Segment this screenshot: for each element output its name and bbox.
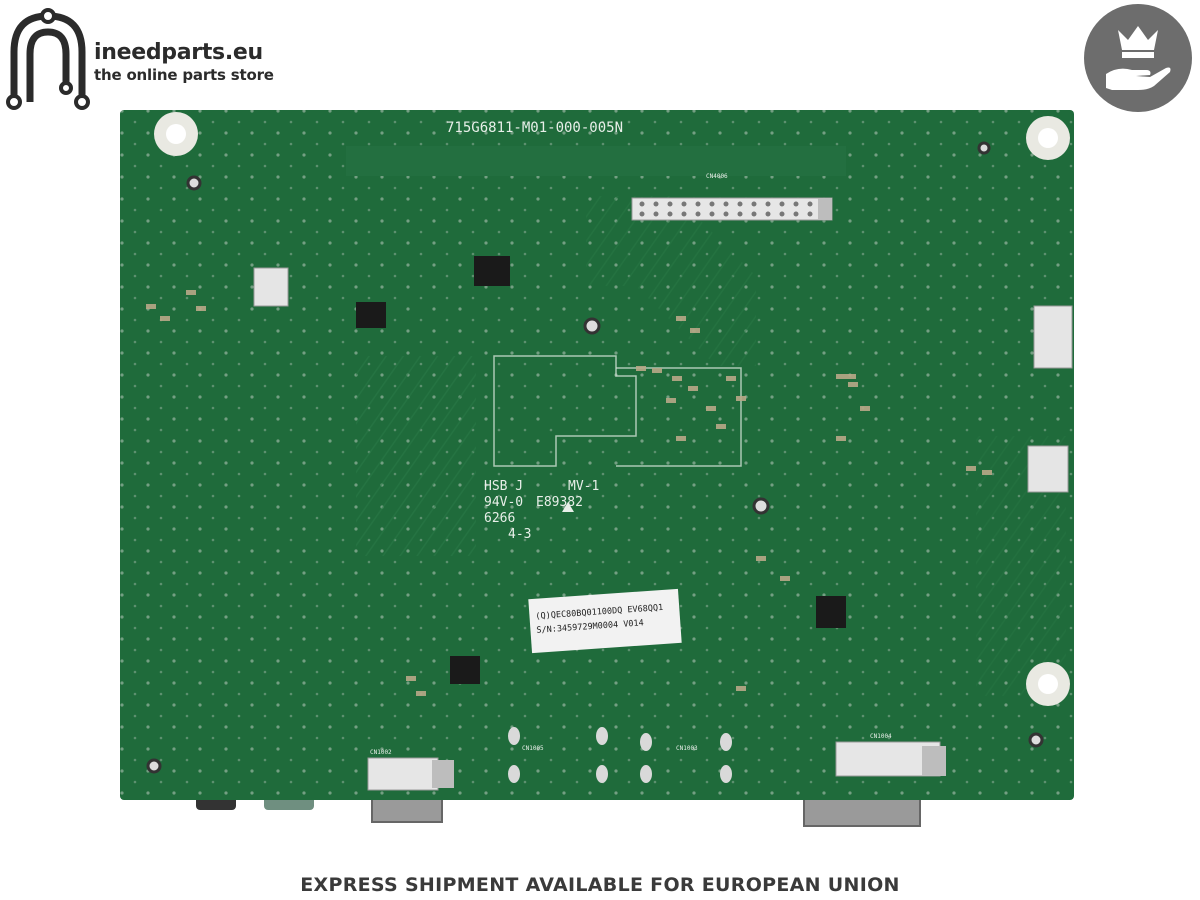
ic-chip — [450, 656, 480, 684]
ic-chip — [474, 256, 510, 286]
silk-ul-file: E89382 — [536, 495, 583, 510]
brand-name: ineedparts.eu — [94, 40, 263, 65]
silk-hsb: HSB J — [484, 479, 523, 494]
site-logo[interactable]: ineedparts.eu the online parts store — [4, 6, 304, 110]
product-photo: 715G6811-M01-000-005N HSB J MV-1 94V-0 E… — [120, 110, 1074, 827]
side-connector — [253, 267, 289, 307]
brand-tagline: the online parts store — [94, 66, 274, 84]
silk-cn1002: CN1002 — [370, 749, 392, 756]
ic-chip — [816, 596, 846, 628]
ic-chip — [356, 302, 386, 328]
connector-n-logo-icon — [6, 8, 90, 110]
cn1004-header — [835, 741, 946, 777]
mounting-hole — [154, 112, 198, 156]
side-connector — [1033, 305, 1073, 369]
silk-rating: 94V-0 — [484, 495, 523, 510]
silk-mv: MV-1 — [568, 479, 599, 494]
silk-cn1004: CN1004 — [870, 733, 892, 740]
mounting-hole — [1026, 662, 1070, 706]
board-part-number: 715G6811-M01-000-005N — [446, 120, 623, 136]
premium-badge — [1084, 4, 1192, 112]
silk-cn1003: CN1003 — [676, 745, 698, 752]
shipping-banner: EXPRESS SHIPMENT AVAILABLE FOR EUROPEAN … — [300, 874, 900, 896]
silk-code: 6266 — [484, 511, 515, 526]
silk-cn1005: CN1005 — [522, 745, 544, 752]
mounting-hole — [1026, 116, 1070, 160]
silk-cn4006: CN4006 — [706, 173, 728, 180]
cn4006-header — [631, 197, 833, 221]
silk-rev: 4-3 — [508, 527, 531, 542]
serial-label: (Q)QEC80BQ01100DQ EV68QQ1 S/N:3459729M00… — [528, 588, 682, 654]
crown-hand-icon — [1106, 26, 1171, 90]
side-connector — [1027, 445, 1069, 493]
cn1002-header — [367, 757, 454, 791]
